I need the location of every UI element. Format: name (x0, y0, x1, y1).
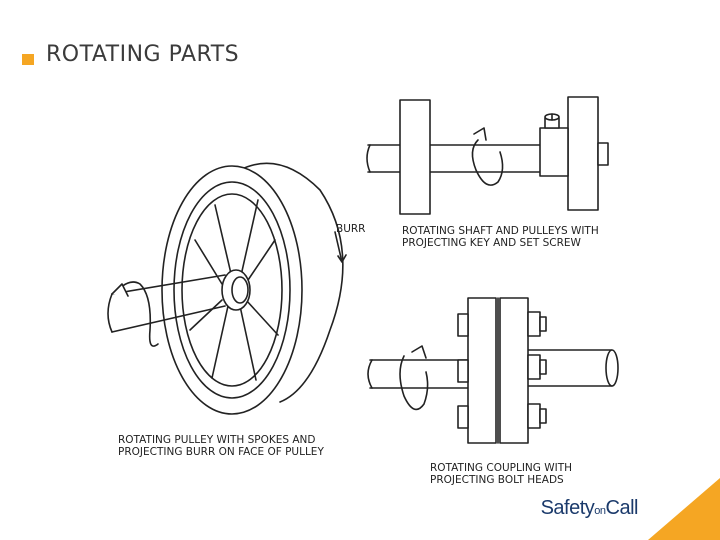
coupling-caption-line1: ROTATING COUPLING WITH (430, 462, 572, 474)
shaft-caption-line1: ROTATING SHAFT AND PULLEYS WITH (402, 225, 599, 237)
shaft-pulleys-illustration (366, 96, 609, 215)
title-bullet (22, 54, 34, 65)
pulley-caption-line1: ROTATING PULLEY WITH SPOKES AND (118, 434, 316, 446)
slide-title: ROTATING PARTS (46, 42, 240, 67)
shaft-caption-line2: PROJECTING KEY AND SET SCREW (402, 237, 582, 249)
spoked-pulley-illustration (107, 162, 347, 415)
logo-safety: Safety (540, 497, 595, 519)
logo-call: Call (605, 497, 639, 519)
safety-on-call-logo: SafetyonCall (540, 497, 639, 520)
logo-on: on (594, 505, 606, 517)
pulley-caption-line2: PROJECTING BURR ON FACE OF PULLEY (118, 446, 324, 458)
coupling-caption-line2: PROJECTING BOLT HEADS (430, 474, 564, 486)
burr-label: BURR (336, 223, 365, 235)
corner-accent-triangle (648, 478, 720, 540)
coupling-illustration (367, 297, 619, 444)
